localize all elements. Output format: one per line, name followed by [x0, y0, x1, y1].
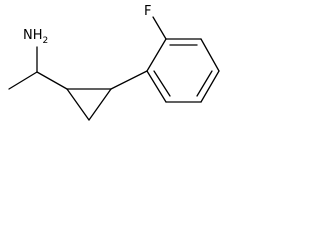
bond-ar-a1-a2 [146, 38, 167, 72]
atom-label-layer: NH2 F [23, 4, 151, 46]
bond-cyclopropyl-phenyl [110, 70, 148, 90]
bond-ar-inner-a4-a5 [196, 70, 213, 97]
bond-ar-a3-a4 [200, 38, 220, 72]
chemical-structure: NH2 F [8, 4, 220, 121]
bond-ar-inner-a6-a1 [153, 70, 171, 97]
bond-c-f [152, 16, 167, 40]
nh2-label-subscript: 2 [43, 36, 49, 46]
bond-cp-c2-c3 [88, 88, 112, 121]
bond-cp-c1-c3 [66, 88, 90, 121]
bond-layer [8, 16, 220, 121]
bond-ar-a4-a5 [200, 70, 220, 103]
fluorine-label: F [144, 4, 151, 19]
nh2-label-base: NH [23, 28, 43, 43]
bond-ch-cyclopropyl [36, 71, 68, 90]
nh2-label: NH2 [23, 28, 48, 46]
bond-ar-a6-a1 [146, 70, 167, 103]
bond-methyl-ch [8, 71, 38, 90]
